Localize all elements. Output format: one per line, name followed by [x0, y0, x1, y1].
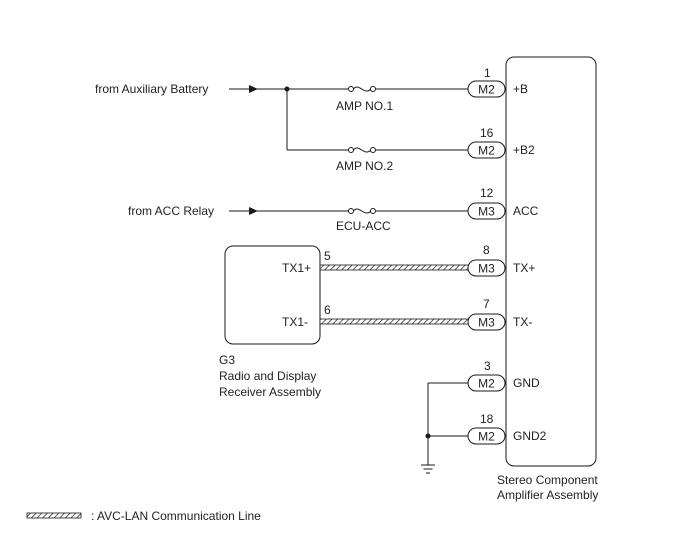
- connector-badge: [467, 427, 506, 445]
- terminal-label: TX-: [513, 315, 532, 329]
- legend-text: : AVC-LAN Communication Line: [91, 509, 261, 523]
- amplifier-name-line2: Amplifier Assembly: [497, 488, 598, 502]
- fuse-icon: [348, 208, 376, 214]
- connector-badge: [467, 313, 506, 331]
- terminal-label: ACC: [513, 204, 539, 218]
- fuse-label-amp1: AMP NO.1: [336, 99, 393, 113]
- connector-label: M2: [478, 83, 495, 97]
- fuse-icon: [348, 86, 376, 92]
- avc-lan-line: [319, 264, 470, 271]
- connector-badge: [467, 202, 506, 220]
- legend-avc-lan-swatch: [26, 512, 82, 519]
- pin-number: 12: [480, 186, 494, 200]
- connector-label: M3: [478, 205, 495, 219]
- arrow-icon: [249, 207, 258, 215]
- terminal-label: TX+: [513, 261, 535, 275]
- connector-label: M2: [478, 377, 495, 391]
- terminal-label: +B2: [513, 143, 535, 157]
- pin-number: 3: [484, 359, 491, 373]
- connector-badge: [467, 141, 506, 159]
- connector-label: M3: [478, 262, 495, 276]
- radio-pin-label: TX1-: [282, 315, 308, 329]
- radio-name-line1: Radio and Display: [219, 369, 316, 383]
- radio-box: [224, 245, 321, 345]
- pin-number: 1: [484, 66, 491, 80]
- connector-label: M2: [478, 430, 495, 444]
- avc-lan-line: [319, 318, 470, 325]
- connector-badge: [467, 259, 506, 277]
- radio-pin-label: TX1+: [282, 261, 311, 275]
- pin-number: 18: [480, 412, 494, 426]
- connector-badge: [467, 80, 506, 98]
- radio-pin-number: 5: [324, 249, 331, 263]
- amplifier-box: [505, 56, 597, 467]
- terminal-label: GND: [513, 376, 540, 390]
- fuse-label-ecu-acc: ECU-ACC: [336, 219, 391, 233]
- fuse-icon: [348, 147, 376, 153]
- amplifier-name-line1: Stereo Component: [497, 473, 598, 487]
- terminal-label: +B: [513, 82, 528, 96]
- radio-name-line2: Receiver Assembly: [219, 385, 321, 399]
- arrow-icon: [249, 85, 258, 93]
- junction-dot: [425, 433, 431, 439]
- radio-pin-number: 6: [324, 303, 331, 317]
- source-acc-relay: from ACC Relay: [128, 204, 214, 218]
- terminal-label: GND2: [513, 429, 547, 443]
- connector-label: M2: [478, 144, 495, 158]
- ground-icon: [421, 464, 435, 474]
- fuse-label-amp2: AMP NO.2: [336, 159, 393, 173]
- pin-number: 8: [483, 243, 490, 257]
- source-aux-battery: from Auxiliary Battery: [95, 82, 208, 96]
- radio-code: G3: [219, 353, 235, 367]
- pin-number: 16: [480, 126, 494, 140]
- connector-badge: [467, 374, 506, 392]
- pin-number: 7: [483, 297, 490, 311]
- connector-label: M3: [478, 316, 495, 330]
